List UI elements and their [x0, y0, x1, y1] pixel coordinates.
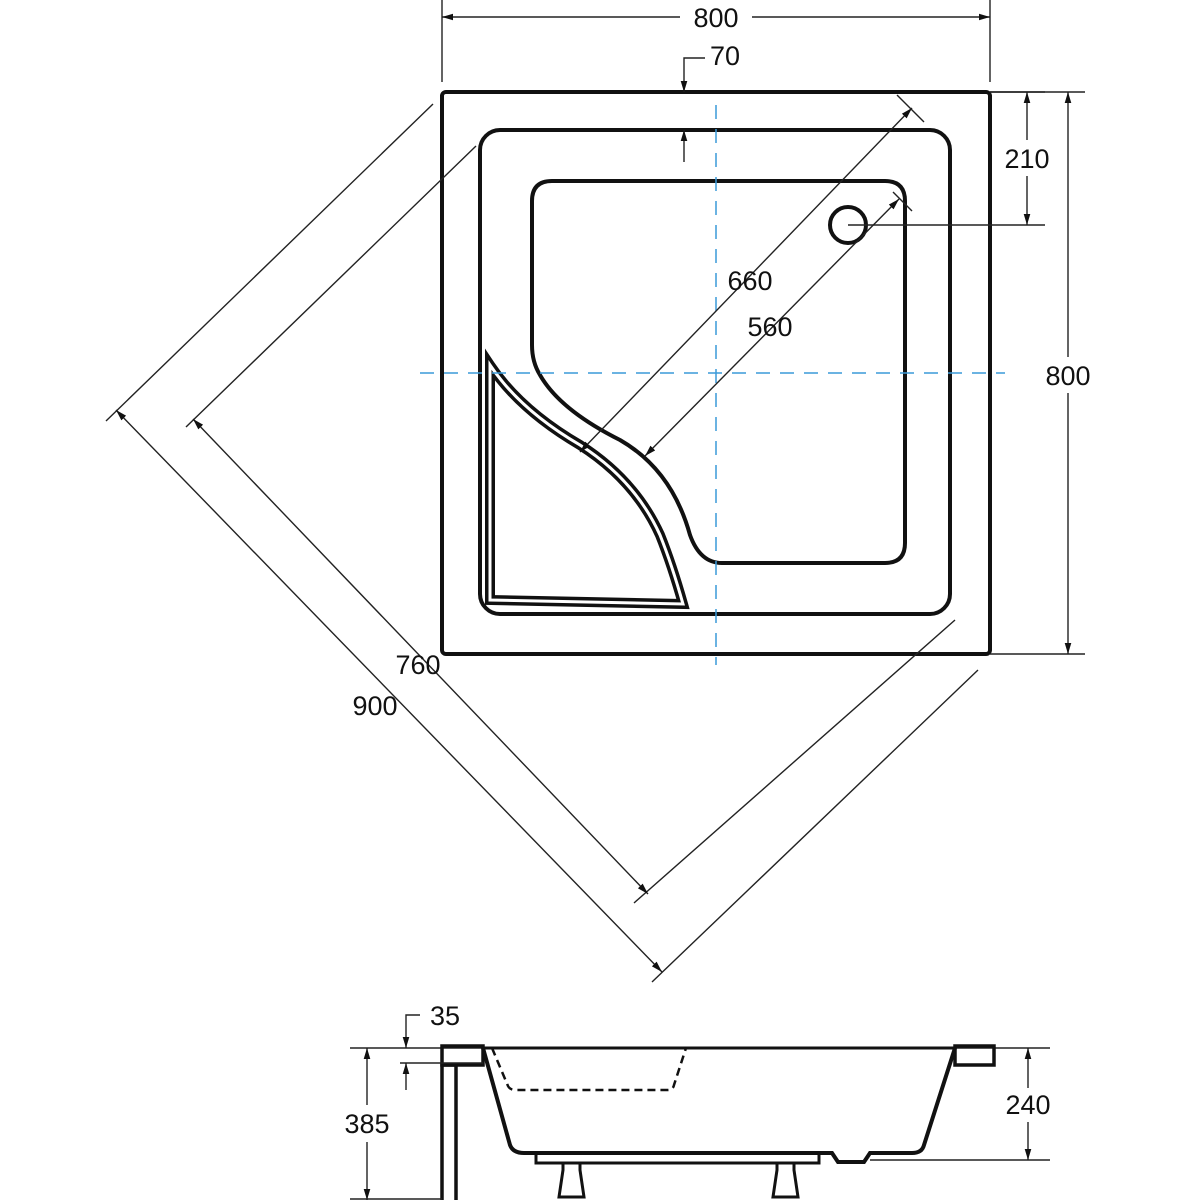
tray-body: [481, 1047, 957, 1164]
base-plinth: [534, 1151, 821, 1165]
dim-drain-offset: 210: [1004, 144, 1049, 174]
foot-left: [557, 1161, 586, 1199]
dim-diagonal-760: 760: [395, 650, 440, 680]
dim-rim-thickness: 35: [430, 1001, 460, 1031]
dim-diagonal-900: 900: [352, 691, 397, 721]
right-rim: [953, 1044, 996, 1067]
dim-rim-offset: 70: [710, 41, 740, 71]
dim-total-height: 385: [344, 1109, 389, 1139]
seat-profile: [490, 1047, 688, 1092]
left-rim: [440, 1044, 485, 1067]
dim-height-right: 800: [1045, 361, 1090, 391]
dim-width-top: 800: [693, 3, 738, 33]
tray-basin: [530, 179, 907, 565]
seat: [485, 348, 690, 610]
plan-view: 800 70 210 800 660 560 900 760: [105, 0, 1091, 983]
dim-tray-depth: 240: [1005, 1090, 1050, 1120]
dim-diagonal-660: 660: [727, 266, 772, 296]
side-view: 35 385 240: [344, 1001, 1051, 1200]
outer-rim: [440, 90, 992, 656]
foot-right: [771, 1161, 800, 1199]
dim-diagonal-560: 560: [747, 312, 792, 342]
inner-rim: [478, 128, 952, 616]
front-panel: [440, 1063, 458, 1200]
